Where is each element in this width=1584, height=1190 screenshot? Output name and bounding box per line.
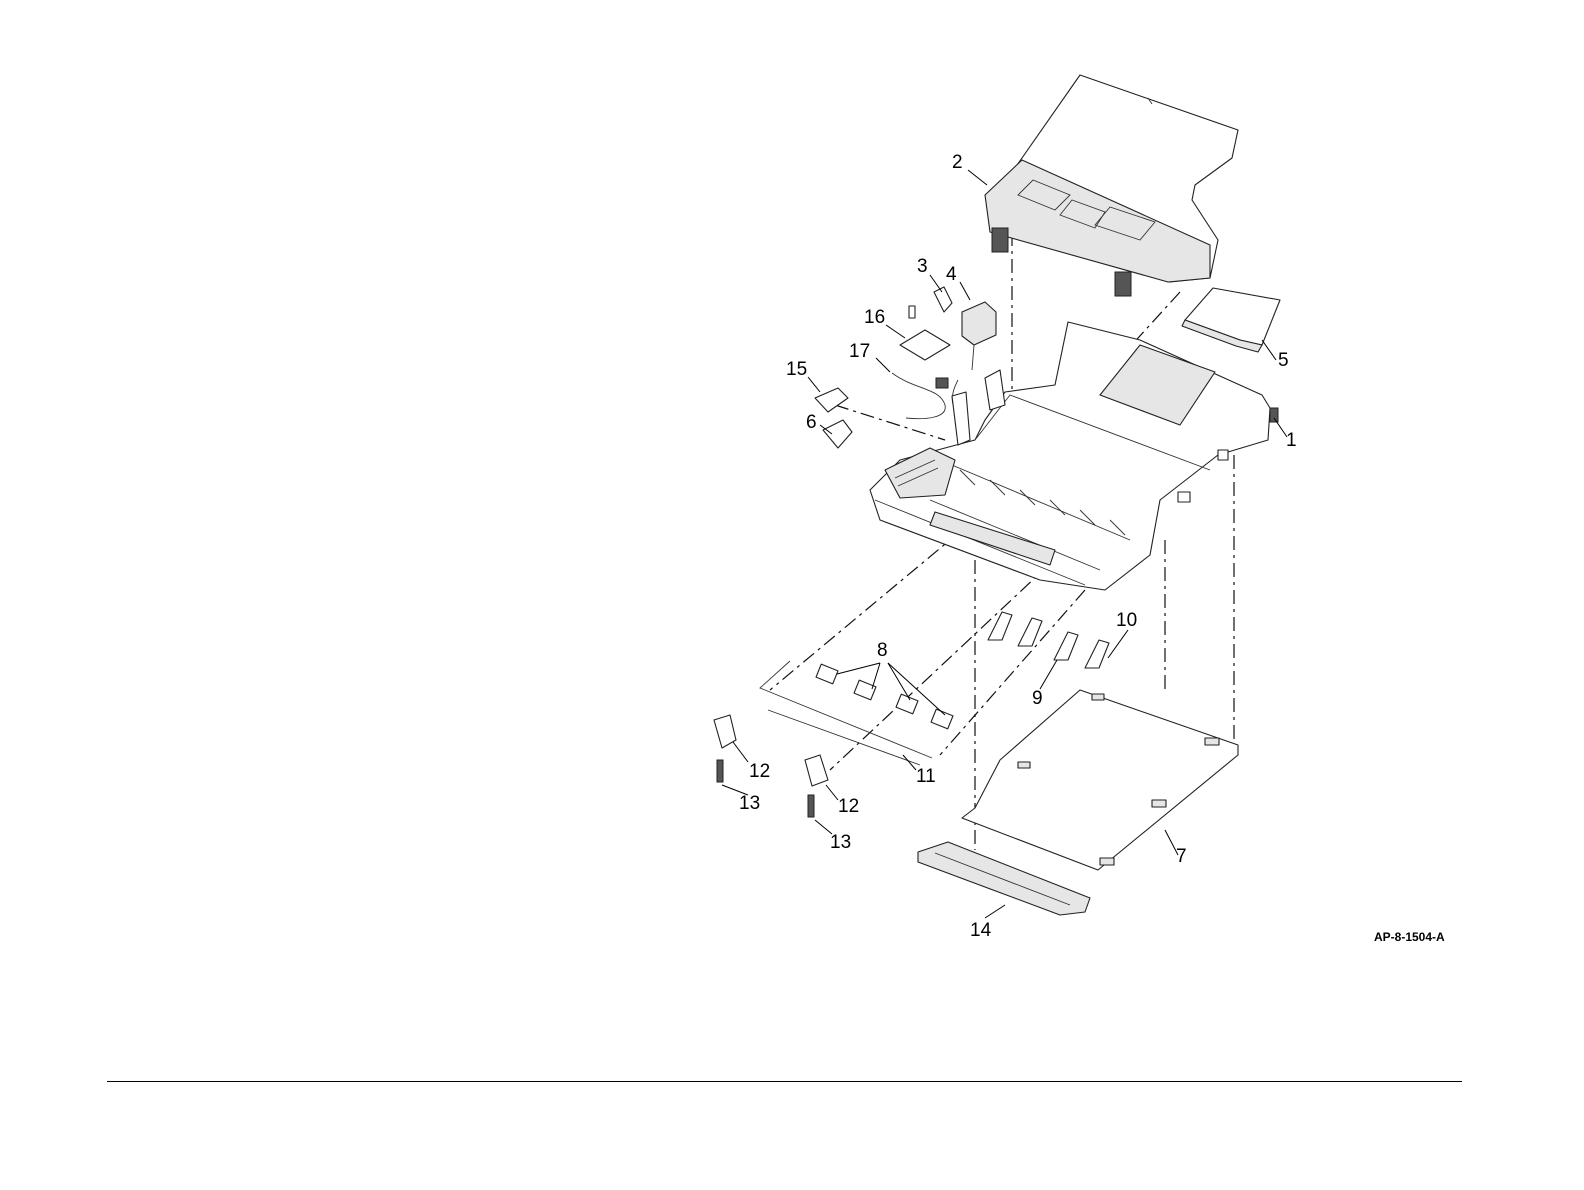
callout-8: 8	[877, 640, 888, 661]
callout-13a: 13	[739, 793, 760, 814]
part-13-spring-a	[717, 760, 723, 782]
callout-1: 1	[1286, 430, 1297, 451]
part-6-clip	[823, 420, 852, 448]
part-7-bottom-plate	[962, 690, 1238, 870]
callout-10: 10	[1116, 610, 1137, 631]
callout-16: 16	[864, 307, 885, 328]
callout-4: 4	[946, 264, 957, 285]
callout-11: 11	[916, 766, 936, 787]
callout-7: 7	[1176, 846, 1187, 867]
part-4-module	[962, 302, 996, 370]
callout-6: 6	[806, 412, 817, 433]
part-1-main-frame	[870, 322, 1278, 590]
part-16-board	[900, 306, 950, 360]
part-8-rollers	[760, 661, 953, 758]
footer-rule	[107, 1081, 1462, 1082]
part-9-10-pads	[988, 612, 1109, 668]
part-12-lever-b	[805, 755, 828, 786]
figure-id-label: AP-8-1504-A	[1374, 930, 1445, 944]
callout-5: 5	[1278, 350, 1289, 371]
part-12-lever-a	[714, 715, 736, 748]
callout-13b: 13	[830, 832, 851, 853]
part-3-bracket	[934, 287, 952, 312]
callout-3: 3	[917, 256, 928, 277]
part-5-guide	[1182, 288, 1280, 352]
callout-17: 17	[849, 341, 870, 362]
callout-15: 15	[786, 359, 807, 380]
callout-9: 9	[1032, 688, 1043, 709]
callout-14: 14	[970, 920, 992, 941]
part-13-spring-b	[808, 795, 814, 817]
part-2-top-cover	[985, 75, 1238, 296]
callout-12a: 12	[749, 761, 770, 782]
callout-2: 2	[952, 152, 963, 173]
callout-12b: 12	[838, 796, 859, 817]
